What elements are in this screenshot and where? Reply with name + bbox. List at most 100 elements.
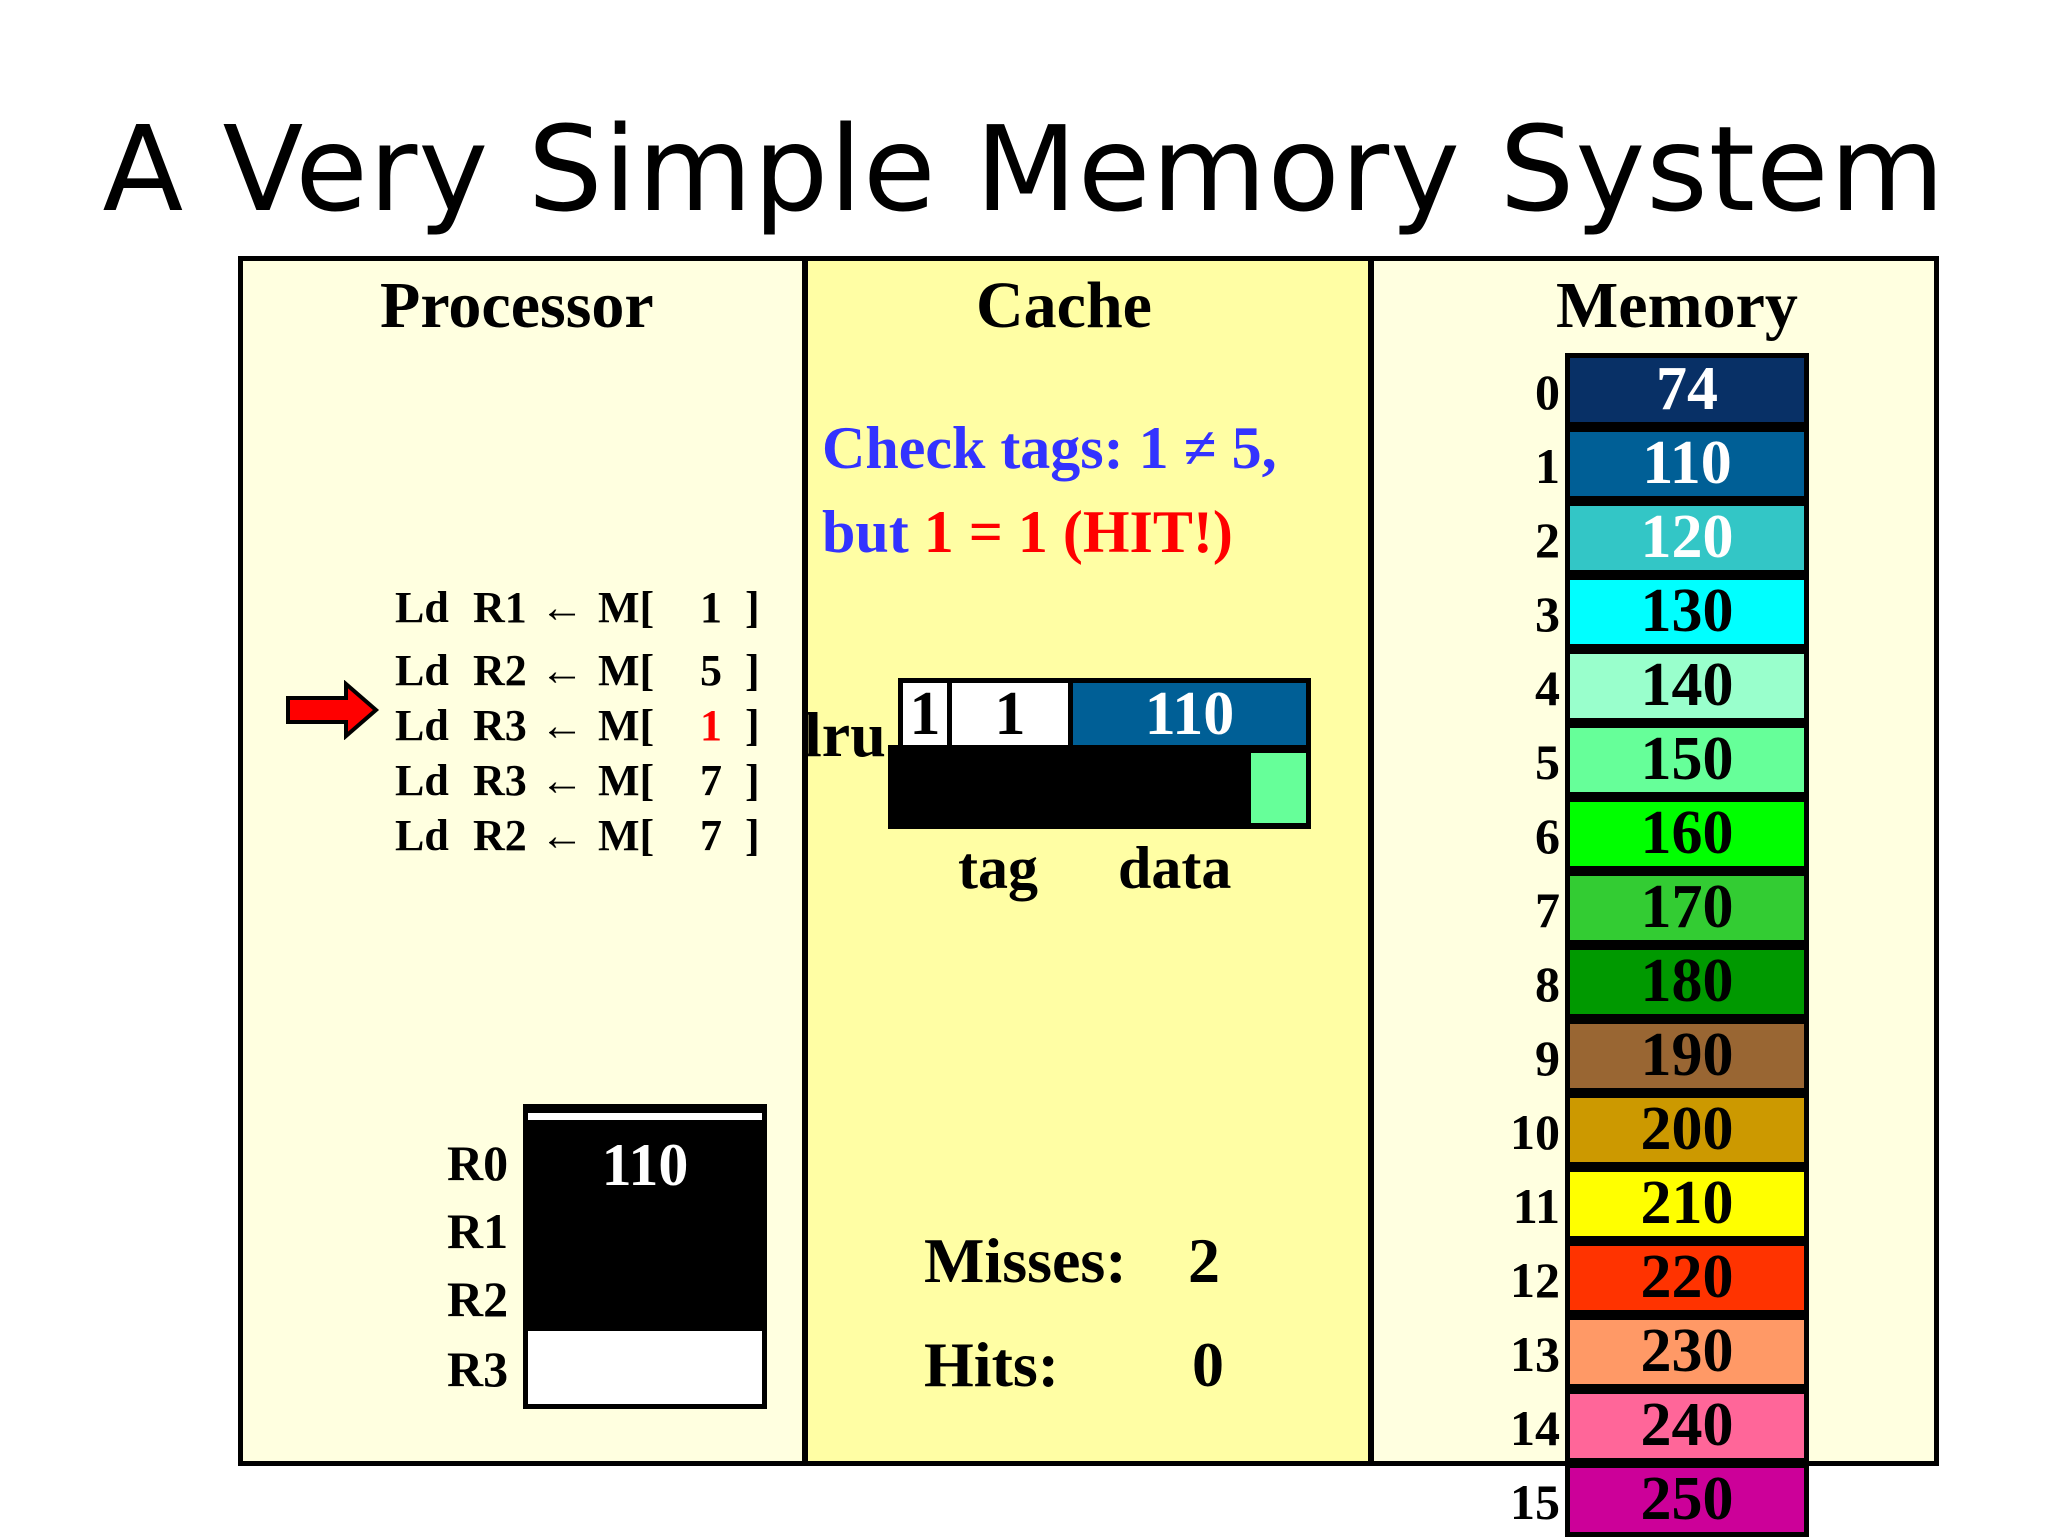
memory-cell-value: 160: [1640, 799, 1734, 867]
memory-address-label: 10: [1510, 1104, 1560, 1160]
cache-message-but: but: [822, 499, 924, 565]
memory-cell-value: 200: [1640, 1095, 1734, 1163]
register-label-r2: R2: [447, 1271, 509, 1327]
cache-line-0-data-value: 110: [1144, 680, 1235, 748]
memory-address-label: 12: [1510, 1252, 1560, 1308]
misses-label: Misses:: [924, 1225, 1127, 1296]
memory-cell: 160: [1565, 797, 1809, 871]
memory-cell: 250: [1565, 1463, 1809, 1537]
register-top-strip: [528, 1113, 762, 1120]
memory-cell-value: 240: [1640, 1391, 1734, 1459]
instruction-arrow: ←: [540, 701, 584, 750]
instruction-addr: 1: [700, 583, 722, 632]
tag-label: tag: [958, 835, 1038, 901]
processor-title: Processor: [380, 269, 654, 342]
memory-cell: 240: [1565, 1389, 1809, 1463]
cache-line-1-data-fragment: [1251, 753, 1306, 823]
instruction-addr: 5: [700, 646, 722, 695]
register-label-r0: R0: [447, 1135, 509, 1191]
memory-address-label: 4: [1535, 660, 1560, 716]
cache-panel: [803, 256, 1373, 1466]
lru-label: lru: [804, 699, 886, 770]
instruction-mem: M[: [598, 701, 655, 750]
instruction-mem: M[: [598, 756, 655, 805]
register-r0-value: 110: [528, 1109, 762, 1191]
register-r3-cell: [528, 1331, 762, 1404]
hits-count: 0: [1192, 1329, 1224, 1400]
memory-cell: 170: [1565, 871, 1809, 945]
instruction-op: Ld: [395, 646, 449, 695]
cache-message-hit: 1 = 1 (HIT!): [923, 499, 1233, 565]
memory-cell: 140: [1565, 649, 1809, 723]
memory-address-label: 3: [1535, 586, 1560, 642]
instruction-close: ]: [745, 756, 760, 805]
instruction-mem: M[: [598, 646, 655, 695]
memory-cell: 120: [1565, 501, 1809, 575]
instruction-addr: 7: [700, 811, 722, 860]
cache-line-0-tag-value: 1: [994, 680, 1026, 748]
memory-cell: 190: [1565, 1019, 1809, 1093]
memory-address-label: 2: [1535, 512, 1560, 568]
instruction-op: Ld: [395, 811, 449, 860]
memory-cell-value: 220: [1640, 1243, 1734, 1311]
memory-cell: 210: [1565, 1167, 1809, 1241]
memory-address-label: 7: [1535, 882, 1560, 938]
memory-address-label: 15: [1510, 1474, 1560, 1530]
memory-address-label: 14: [1510, 1400, 1560, 1456]
memory-cell: 180: [1565, 945, 1809, 1019]
memory-address-label: 13: [1510, 1326, 1560, 1382]
memory-cell-value: 120: [1640, 503, 1734, 571]
current-instruction-arrow-icon: [286, 680, 380, 740]
instruction-mem: M[: [598, 811, 655, 860]
cache-message-line1: Check tags: 1 ≠ 5,: [822, 415, 1277, 481]
instruction-close: ]: [745, 701, 760, 750]
cache-line-0-lru-bit: 1: [909, 680, 941, 748]
misses-count: 2: [1188, 1225, 1220, 1296]
instruction-op: Ld: [395, 583, 449, 632]
instruction-close: ]: [745, 811, 760, 860]
memory-cell: 74: [1565, 353, 1809, 427]
memory-cell-value: 250: [1640, 1465, 1734, 1533]
memory-cell-value: 130: [1640, 577, 1734, 645]
memory-address-label: 1: [1535, 438, 1560, 494]
instruction-arrow: ←: [540, 646, 584, 695]
memory-address-label: 8: [1535, 956, 1560, 1012]
cache-line-0-data: 110: [1068, 678, 1311, 750]
instruction-arrow: ←: [540, 811, 584, 860]
memory-cell: 230: [1565, 1315, 1809, 1389]
memory-cell-value: 140: [1640, 651, 1734, 719]
instruction-op: Ld: [395, 701, 449, 750]
memory-cell-value: 110: [1642, 429, 1732, 497]
memory-cell: 200: [1565, 1093, 1809, 1167]
instruction-addr: 1: [700, 701, 722, 750]
register-r0-text: 110: [601, 1132, 689, 1191]
memory-cell: 110: [1565, 427, 1809, 501]
instruction-op: Ld: [395, 756, 449, 805]
memory-cell-value: 210: [1640, 1169, 1734, 1237]
memory-cell: 220: [1565, 1241, 1809, 1315]
cache-line-0-tag: 1: [947, 678, 1073, 750]
register-label-r3: R3: [447, 1341, 509, 1397]
instruction-reg: R2: [473, 811, 527, 860]
memory-cell-value: 230: [1640, 1317, 1734, 1385]
memory-address-label: 6: [1535, 808, 1560, 864]
memory-cell-value: 150: [1640, 725, 1734, 793]
memory-cell: 150: [1565, 723, 1809, 797]
cache-message-line2: but 1 = 1 (HIT!): [822, 498, 1233, 567]
memory-address-label: 11: [1512, 1178, 1560, 1234]
memory-address-label: 5: [1535, 734, 1560, 790]
instruction-reg: R3: [473, 756, 527, 805]
cache-line-0-lru: 1: [898, 678, 952, 750]
register-label-r1: R1: [447, 1203, 509, 1259]
cache-line-1: [888, 745, 1311, 829]
memory-title: Memory: [1556, 269, 1798, 342]
memory-address-label: 9: [1535, 1030, 1560, 1086]
instruction-reg: R3: [473, 701, 527, 750]
instruction-close: ]: [745, 646, 760, 695]
slide-title: A Very Simple Memory System: [102, 100, 1946, 238]
instruction-addr: 7: [700, 756, 722, 805]
register-file: 110: [523, 1104, 767, 1409]
instruction-arrow: ←: [540, 583, 584, 632]
cache-title: Cache: [976, 269, 1152, 342]
memory-cell-value: 180: [1640, 947, 1734, 1015]
